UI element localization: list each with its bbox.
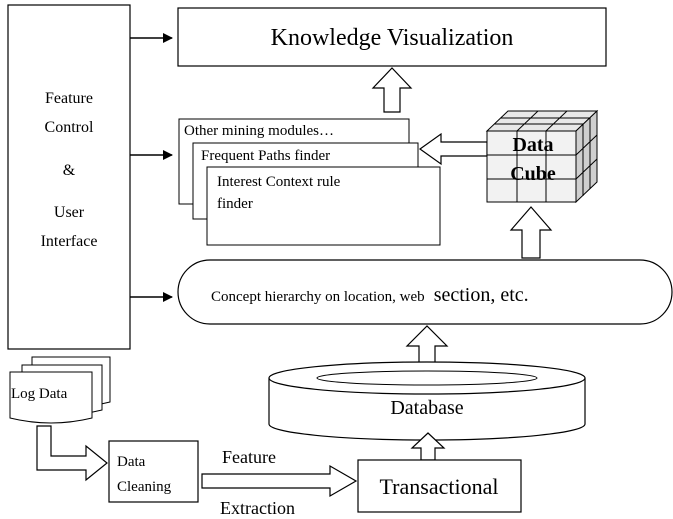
knowledge-visualization-box: Knowledge Visualization <box>177 7 607 67</box>
data-cube: Data Cube <box>485 109 599 204</box>
feature-control-line-3: & <box>63 162 76 179</box>
feature-control-panel: Feature Control & User Interface <box>7 4 131 350</box>
other-mining-modules-label: Other mining modules… <box>184 123 334 139</box>
transactional-box: Transactional <box>357 459 522 513</box>
hollow-arrow-transactional-to-database <box>410 432 446 461</box>
feature-control-line-4: User <box>54 204 85 221</box>
data-cleaning-box: Data Cleaning <box>108 440 199 503</box>
log-data-documents: Log Data <box>9 356 111 424</box>
interest-context-label-line-2: finder <box>217 196 253 212</box>
feature-extraction-label-bottom: Extraction <box>220 498 295 518</box>
feature-control-line-1: Feature <box>45 90 93 107</box>
concept-hierarchy-label-prefix: Concept hierarchy on location, web <box>211 289 425 305</box>
concept-hierarchy-label: Concept hierarchy on location, web secti… <box>211 284 529 306</box>
data-cleaning-label-line-2: Cleaning <box>117 479 172 495</box>
concept-hierarchy-box: Concept hierarchy on location, web secti… <box>177 259 673 325</box>
hollow-arrow-database-to-hierarchy <box>405 325 449 364</box>
database-label: Database <box>390 397 463 419</box>
hollow-arrow-hierarchy-to-cube <box>509 206 553 259</box>
frequent-paths-label: Frequent Paths finder <box>201 148 330 164</box>
concept-hierarchy-label-suffix: section, etc. <box>434 284 529 306</box>
feature-extraction-label-top: Feature <box>222 447 276 467</box>
interest-context-label-line-1: Interest Context rule <box>217 174 341 190</box>
data-cube-label-line-2: Cube <box>510 163 556 185</box>
feature-control-line-2: Control <box>45 119 94 136</box>
knowledge-visualization-label: Knowledge Visualization <box>271 25 514 51</box>
log-data-label: Log Data <box>11 386 68 402</box>
hollow-arrow-mining-to-visualization <box>371 67 413 113</box>
hollow-arrow-cube-to-modules <box>418 132 488 166</box>
feature-control-line-5: Interface <box>41 233 98 250</box>
data-cube-label-line-1: Data <box>512 134 553 156</box>
hollow-arrow-feature-extraction <box>201 464 358 498</box>
hollow-arrow-log-to-cleaning <box>36 425 108 482</box>
transactional-label: Transactional <box>380 474 499 499</box>
database-cylinder: Database <box>268 361 586 441</box>
data-cleaning-label-line-1: Data <box>117 454 146 470</box>
mining-modules-stack: Other mining modules… Frequent Paths fin… <box>178 118 441 246</box>
